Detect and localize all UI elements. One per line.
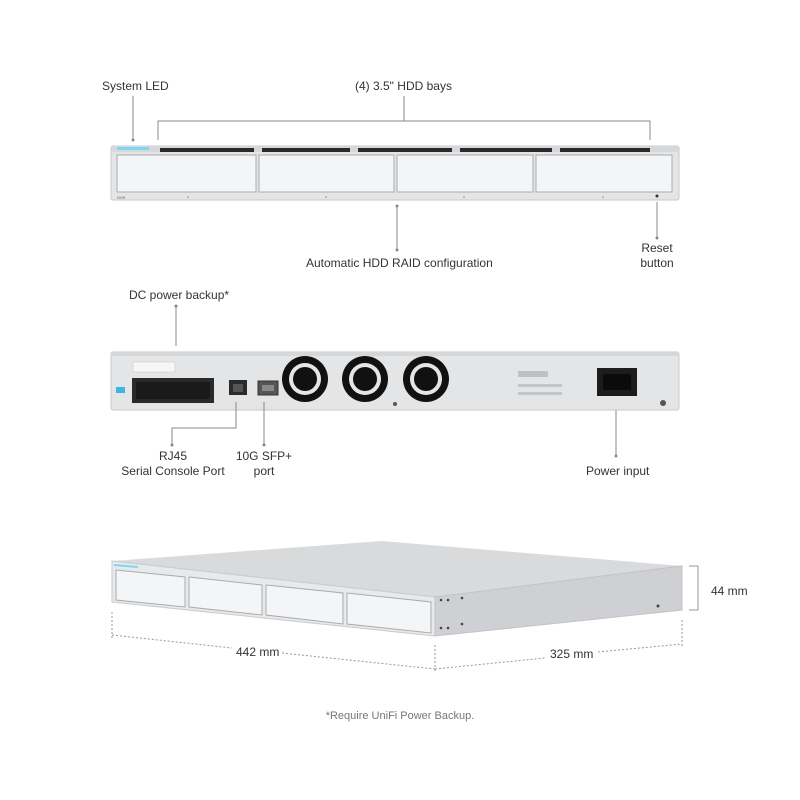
fan: [342, 356, 388, 402]
reset-pinhole: [655, 194, 659, 198]
dimension-lines: [111, 612, 683, 672]
fan: [282, 356, 328, 402]
label-reset-line2: button: [640, 256, 674, 270]
label-power-input: Power input: [586, 464, 650, 478]
isometric-view: [111, 541, 683, 637]
dimension-depth: 325 mm: [550, 647, 594, 661]
label-hdd-bays: (4) 3.5" HDD bays: [355, 79, 452, 93]
label-reset: Reset button: [628, 241, 686, 271]
hdd-bay: [116, 154, 257, 193]
hdd-bay: [535, 154, 673, 193]
label-sfp: 10G SFP+ port: [231, 449, 297, 479]
label-sfp-line1: 10G SFP+: [235, 449, 293, 463]
label-dc-power-backup: DC power backup*: [129, 288, 230, 302]
label-sfp-line2: port: [253, 464, 275, 478]
dimension-height: 44 mm: [711, 584, 748, 598]
hdd-bay: [258, 154, 395, 193]
fan: [403, 356, 449, 402]
front-callouts: [132, 96, 658, 250]
label-reset-line1: Reset: [641, 241, 673, 255]
system-led: [117, 147, 149, 150]
dimension-width: 442 mm: [236, 645, 280, 659]
hdd-bay: [396, 154, 534, 193]
label-system-led: System LED: [102, 79, 169, 93]
label-rj45-line2: Serial Console Port: [121, 464, 225, 478]
rear-panel: [110, 351, 680, 411]
label-raid: Automatic HDD RAID configuration: [306, 256, 493, 270]
rear-callouts: [171, 306, 617, 456]
front-panel: NVR: [110, 145, 680, 201]
svg-text:NVR: NVR: [117, 195, 126, 200]
label-rj45: RJ45 Serial Console Port: [119, 449, 227, 479]
footnote: *Require UniFi Power Backup.: [325, 710, 475, 722]
label-rj45-line1: RJ45: [158, 449, 187, 463]
